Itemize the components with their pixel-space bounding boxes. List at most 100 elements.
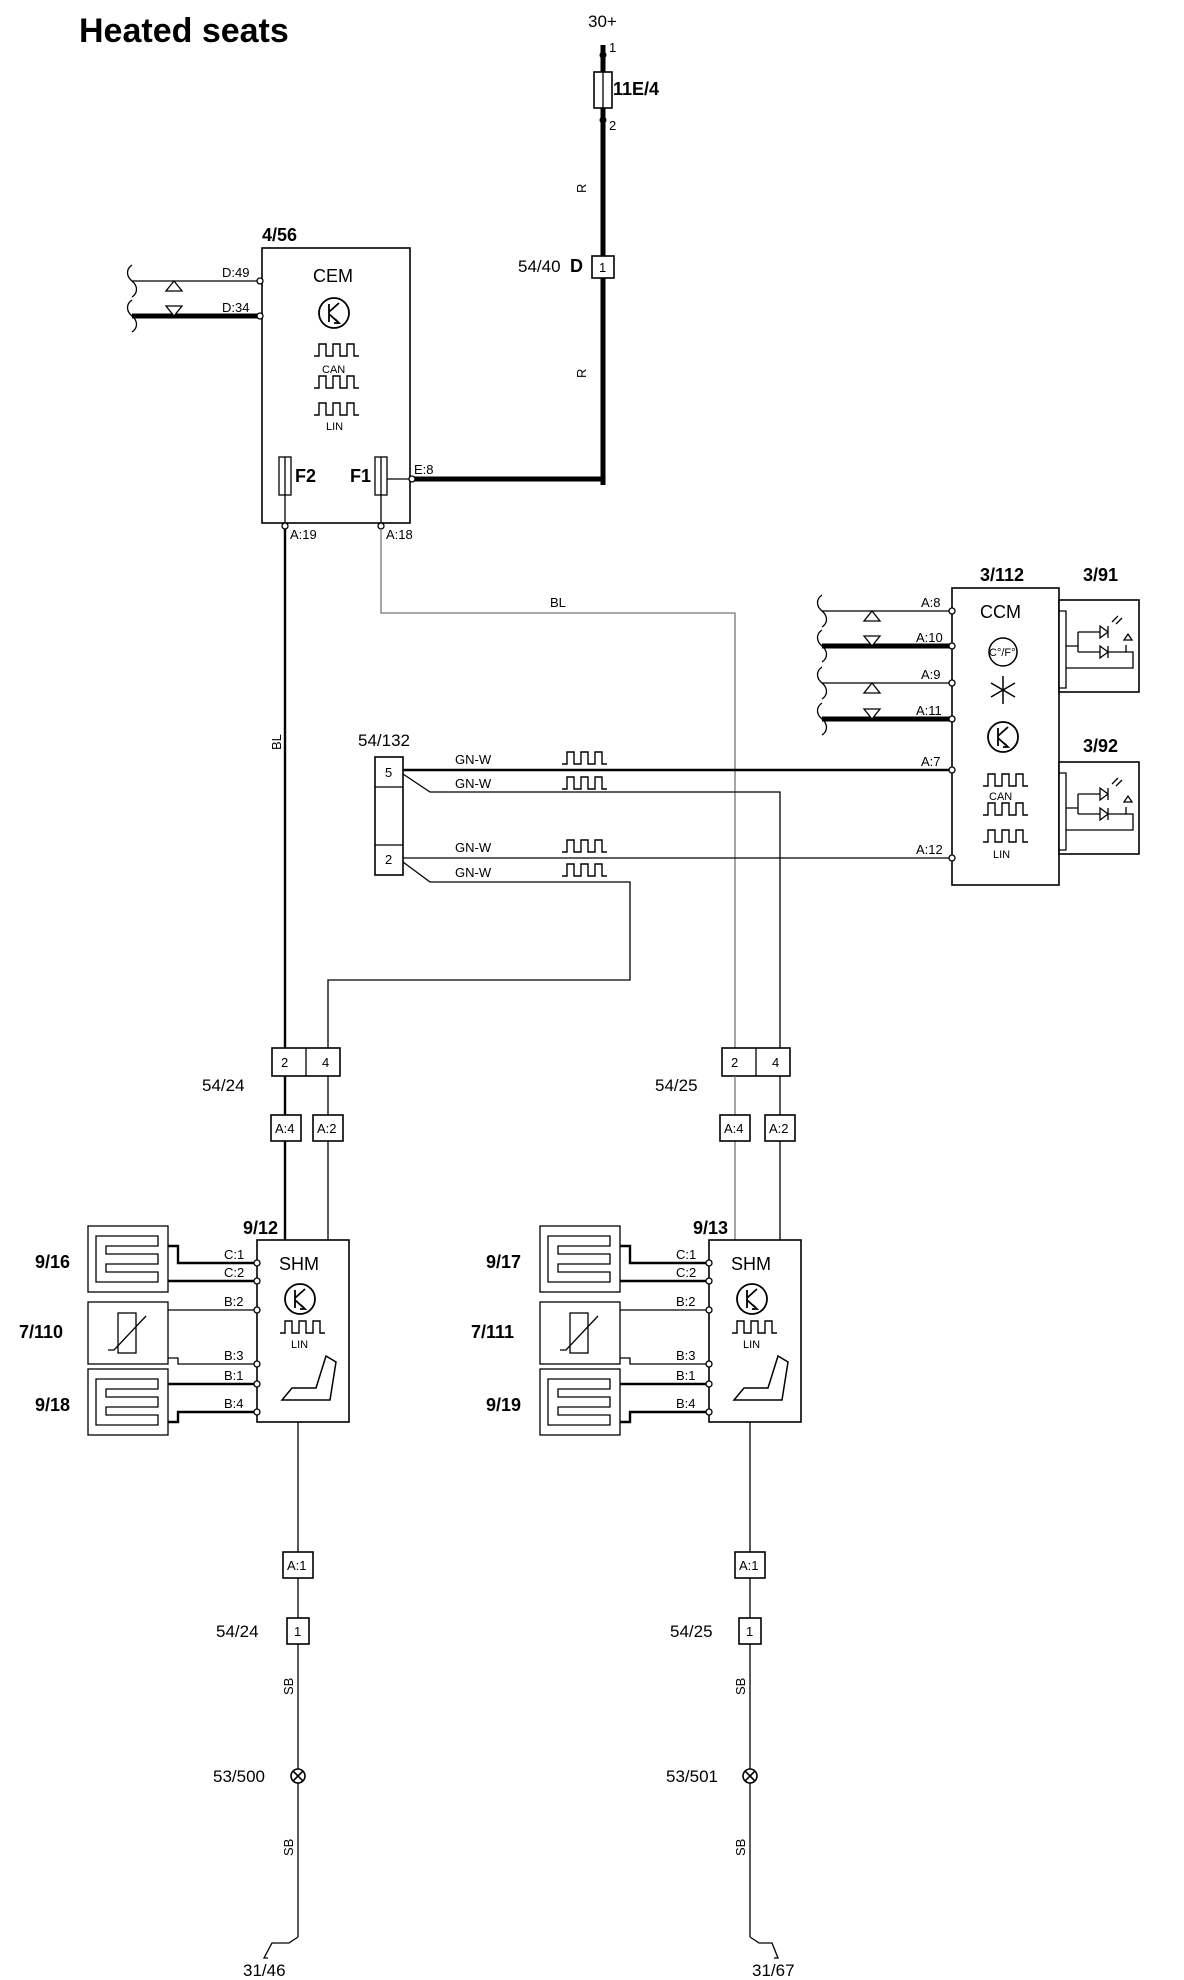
ccm-a7-dot: [948, 766, 956, 774]
connector-54-132-pin-2: 2: [385, 852, 392, 867]
ccm-a8-dot: [948, 607, 956, 615]
connector-54-25-pin-2: 2: [731, 1055, 738, 1070]
shm-left-thermistor-icon: [108, 1312, 147, 1354]
shm-right-sensor-label: 7/111: [471, 1322, 514, 1342]
connector-54-25-label: 54/25: [655, 1076, 698, 1095]
cem-name: CEM: [313, 266, 353, 286]
cem-transistor-icon: [318, 297, 350, 329]
ccm-temp-unit: C°/F°: [989, 647, 1016, 659]
cem-lin-label: LIN: [326, 421, 343, 433]
fuse-pin-out: 2: [609, 118, 616, 133]
switch-3-91-led-icon: [1059, 610, 1134, 689]
wire-color-sb-right-2: SB: [733, 1839, 748, 1856]
ccm-twisted-pair-icon-2: [862, 681, 882, 721]
shm-right-pin-b3: B:3: [676, 1348, 696, 1363]
wire-shm-right-c1: [620, 1244, 707, 1265]
ground-point-53-500-label: 53/500: [213, 1767, 265, 1786]
shm-left-pin-b3: B:3: [224, 1348, 244, 1363]
ccm-transistor-icon: [987, 721, 1019, 753]
ccm-pin-a11: A:11: [916, 703, 942, 718]
inline-left-a1-label: A:1: [287, 1558, 307, 1573]
wire-cem-a18-to-54-25: [380, 529, 736, 1048]
switch-3-92-id: 3/92: [1083, 736, 1118, 756]
ccm-temp-unit-icon: [988, 637, 1018, 667]
ground-point-53-501-label: 53/501: [666, 1767, 718, 1786]
fuse-pin-in: 1: [609, 40, 616, 55]
shm-right-b3-dot: [705, 1360, 713, 1368]
shm-right-id: 9/13: [693, 1218, 728, 1238]
connector-54-24-ground: [286, 1617, 310, 1645]
inline-left-a2: [312, 1114, 344, 1142]
wire-color-gnw-1: GN-W: [455, 752, 492, 767]
shm-left-pin-b2: B:2: [224, 1294, 244, 1309]
inline-left-a4: [270, 1114, 302, 1142]
inline-left-a4-label: A:4: [275, 1121, 295, 1136]
cem-pin-a18: A:18: [386, 527, 413, 542]
inline-right-a2-label: A:2: [769, 1121, 789, 1136]
shm-right-transistor-icon: [736, 1283, 768, 1315]
ground-31-46-icon: [262, 1936, 299, 1959]
connector-54-132-pin-5: 5: [385, 765, 392, 780]
cem-pin-e8: E:8: [414, 462, 434, 477]
ccm-can-label: CAN: [989, 791, 1012, 803]
shm-left-pin-b4: B:4: [224, 1396, 244, 1411]
connector-54-25-ground-label: 54/25: [670, 1622, 713, 1641]
wire-shm-left-c1: [168, 1244, 255, 1265]
shm-left-c2-dot: [253, 1277, 261, 1285]
ccm-a9-dot: [948, 679, 956, 687]
connector-54-24-ground-label: 54/24: [216, 1622, 259, 1641]
ground-31-46-label: 31/46: [243, 1961, 286, 1980]
cem-pin-d34: D:34: [222, 300, 249, 315]
shm-right-pin-b4: B:4: [676, 1396, 696, 1411]
shm-left-pin-c1: C:1: [224, 1247, 244, 1262]
shm-left-b3-dot: [253, 1360, 261, 1368]
wire-color-sb-left-1: SB: [281, 1678, 296, 1695]
cem-d34-dot: [256, 312, 264, 320]
bus-pulse-icon-2: [561, 776, 608, 790]
wire-color-r-2: R: [574, 369, 589, 378]
shm-left-id: 9/12: [243, 1218, 278, 1238]
ccm-id: 3/112: [980, 565, 1024, 585]
ccm-pin-a8: A:8: [921, 595, 941, 610]
shm-left-lin-label: LIN: [291, 1339, 308, 1351]
wire-color-sb-left-2: SB: [281, 1839, 296, 1856]
fuse-label: 11E/4: [613, 79, 659, 99]
connector-54-40-suffix: D: [570, 256, 583, 276]
shm-right-c1-dot: [705, 1259, 713, 1267]
wire-color-sb-right-1: SB: [733, 1678, 748, 1695]
ccm-pin-a12: A:12: [916, 842, 943, 857]
connector-54-40-pin: 1: [599, 260, 606, 275]
cem-can-label: CAN: [322, 364, 345, 376]
inline-left-a2-label: A:2: [317, 1121, 337, 1136]
bus-pulse-icon-4: [561, 863, 608, 877]
inline-right-a1: [734, 1551, 766, 1579]
ccm-pin-a10: A:10: [916, 630, 943, 645]
connector-54-132: [374, 756, 404, 876]
connector-54-40-label: 54/40: [518, 257, 561, 276]
shm-right-pin-c1: C:1: [676, 1247, 696, 1262]
ccm-a10-dot: [948, 642, 956, 650]
shm-right-heater-bottom-icon: [539, 1368, 621, 1436]
shm-left-transistor-icon: [284, 1283, 316, 1315]
shm-right-seat-icon: [732, 1354, 789, 1401]
connector-54-40: [591, 255, 615, 279]
wire-gnw-to-54-25: [402, 773, 781, 1048]
cem-a18-dot: [377, 522, 385, 530]
connector-54-24-pin-4: 4: [322, 1055, 329, 1070]
shm-right-thermistor-icon: [560, 1312, 599, 1354]
ccm-a11-dot: [948, 715, 956, 723]
fuse-pin-1-dot: [599, 51, 607, 59]
cem-supply-wire: [410, 470, 606, 482]
shm-left-c1-dot: [253, 1259, 261, 1267]
wire-color-r-1: R: [574, 184, 589, 193]
shm-right-pin-b2: B:2: [676, 1294, 696, 1309]
cem-fuse-f2-label: F2: [295, 466, 316, 486]
wire-color-gnw-3: GN-W: [455, 840, 492, 855]
inline-right-a2: [764, 1114, 796, 1142]
cem-e8-dot: [408, 475, 416, 483]
connector-54-25-pin-4: 4: [772, 1055, 779, 1070]
ground-point-53-501-icon: [742, 1768, 758, 1784]
connector-54-24-pin-2: 2: [281, 1055, 288, 1070]
ccm-lin-label: LIN: [993, 849, 1010, 861]
